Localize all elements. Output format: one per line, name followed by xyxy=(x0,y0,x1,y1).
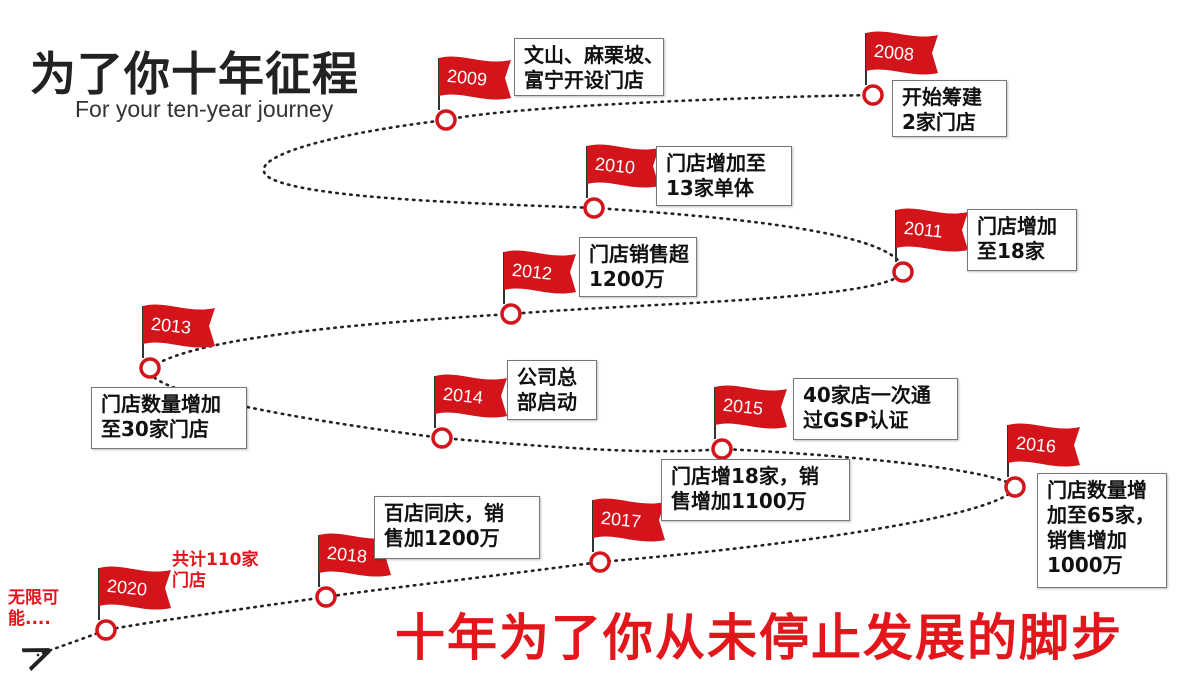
milestone-line: 加至65家， xyxy=(1047,503,1155,527)
milestone-line: 1000万 xyxy=(1047,553,1123,577)
milestone-flag-2020: 2020 xyxy=(95,566,171,641)
milestone-text-2017: 门店增18家，销售增加1100万 xyxy=(661,459,850,521)
milestone-node xyxy=(431,427,453,449)
flag-banner xyxy=(896,208,968,252)
milestone-line: 售增加1100万 xyxy=(671,489,807,513)
ending-line: 无限可 xyxy=(8,588,59,608)
milestone-text-2013: 门店数量增加至30家门店 xyxy=(91,387,247,449)
flag-year-label: 2008 xyxy=(873,41,915,65)
milestone-line: 40家店一次通 xyxy=(803,383,931,407)
milestone-line: 部启动 xyxy=(517,390,577,414)
flag-year-label: 2013 xyxy=(150,314,192,338)
flag-banner xyxy=(593,498,665,542)
milestone-line: 门店增加 xyxy=(977,214,1057,238)
milestone-node xyxy=(95,619,117,641)
ending-text: 无限可 能.... xyxy=(8,588,59,631)
flag-year-label: 2017 xyxy=(600,508,642,532)
milestone-line: 过GSP认证 xyxy=(803,408,909,432)
slogan: 十年为了你从未停止发展的脚步 xyxy=(395,609,1123,667)
milestone-line: 门店 xyxy=(172,571,206,592)
flag-banner xyxy=(587,144,659,188)
milestone-text-2014: 公司总部启动 xyxy=(507,360,597,420)
flag-banner xyxy=(439,56,511,100)
milestone-line: 2家门店 xyxy=(902,110,976,134)
milestone-text-2009: 文山、麻栗坡、富宁开设门店 xyxy=(514,38,664,96)
milestone-node xyxy=(892,261,914,283)
milestone-node xyxy=(711,438,733,460)
page-title: 为了你十年征程 xyxy=(30,47,359,101)
milestone-line: 开始筹建 xyxy=(902,85,982,109)
flag-banner xyxy=(1008,423,1080,467)
ending-line: 能.... xyxy=(8,609,51,630)
milestone-flag-2017: 2017 xyxy=(589,498,665,573)
milestone-node xyxy=(583,197,605,219)
milestone-flag-2009: 2009 xyxy=(435,56,511,131)
milestone-line: 门店数量增 xyxy=(1047,478,1147,502)
milestone-node xyxy=(862,84,884,106)
milestone-line: 共计110家 xyxy=(172,550,259,570)
milestone-line: 门店增加至 xyxy=(666,151,766,175)
milestone-node xyxy=(500,303,522,325)
milestone-flag-2013: 2013 xyxy=(139,304,215,379)
milestone-line: 门店数量增加 xyxy=(101,392,221,416)
milestone-node xyxy=(435,109,457,131)
milestone-text-2011: 门店增加至18家 xyxy=(967,209,1077,271)
flag-banner xyxy=(143,304,215,348)
milestone-flag-2018: 2018 xyxy=(315,533,391,608)
milestone-flag-2015: 2015 xyxy=(711,385,787,460)
flag-year-label: 2010 xyxy=(594,154,636,178)
milestone-line: 门店增18家，销 xyxy=(671,464,819,488)
milestone-line: 售加1200万 xyxy=(384,526,500,550)
page-subtitle: For your ten-year journey xyxy=(75,96,334,122)
milestone-flag-2008: 2008 xyxy=(862,31,938,106)
flag-banner xyxy=(715,385,787,429)
milestone-node xyxy=(1004,476,1026,498)
milestone-line: 门店销售超 xyxy=(589,242,689,266)
milestone-text-2018: 百店同庆，销售加1200万 xyxy=(374,496,540,559)
milestone-flag-2012: 2012 xyxy=(500,250,576,325)
milestone-node xyxy=(139,357,161,379)
flag-banner xyxy=(866,31,938,75)
flag-year-label: 2020 xyxy=(106,576,148,600)
flag-year-label: 2015 xyxy=(722,395,764,419)
flag-year-label: 2009 xyxy=(446,66,488,90)
milestone-flag-2011: 2011 xyxy=(892,208,968,283)
milestone-line: 至30家门店 xyxy=(101,417,209,441)
milestone-node xyxy=(315,586,337,608)
milestone-text-2015: 40家店一次通过GSP认证 xyxy=(793,378,958,440)
milestone-line: 1200万 xyxy=(589,267,665,291)
milestone-line: 富宁开设门店 xyxy=(524,68,644,92)
milestone-node xyxy=(589,551,611,573)
flag-banner xyxy=(99,566,171,610)
flag-year-label: 2011 xyxy=(903,218,944,242)
milestone-line: 文山、麻栗坡、 xyxy=(524,43,664,67)
milestone-line: 销售增加 xyxy=(1047,528,1127,552)
milestone-text-2020: 共计110家门店 xyxy=(172,550,259,593)
milestone-line: 百店同庆，销 xyxy=(384,501,504,525)
milestone-line: 13家单体 xyxy=(666,176,754,200)
flag-banner xyxy=(435,374,507,418)
milestone-flag-2014: 2014 xyxy=(431,374,507,449)
flag-year-label: 2012 xyxy=(511,260,553,284)
milestone-line: 公司总 xyxy=(517,365,577,389)
milestone-line: 至18家 xyxy=(977,239,1045,263)
flag-year-label: 2014 xyxy=(442,384,484,408)
flag-year-label: 2018 xyxy=(326,543,368,567)
milestone-flag-2016: 2016 xyxy=(1004,423,1080,498)
flag-banner xyxy=(504,250,576,294)
flag-banner xyxy=(319,533,391,577)
flag-year-label: 2016 xyxy=(1015,433,1057,457)
milestone-flag-2010: 2010 xyxy=(583,144,659,219)
